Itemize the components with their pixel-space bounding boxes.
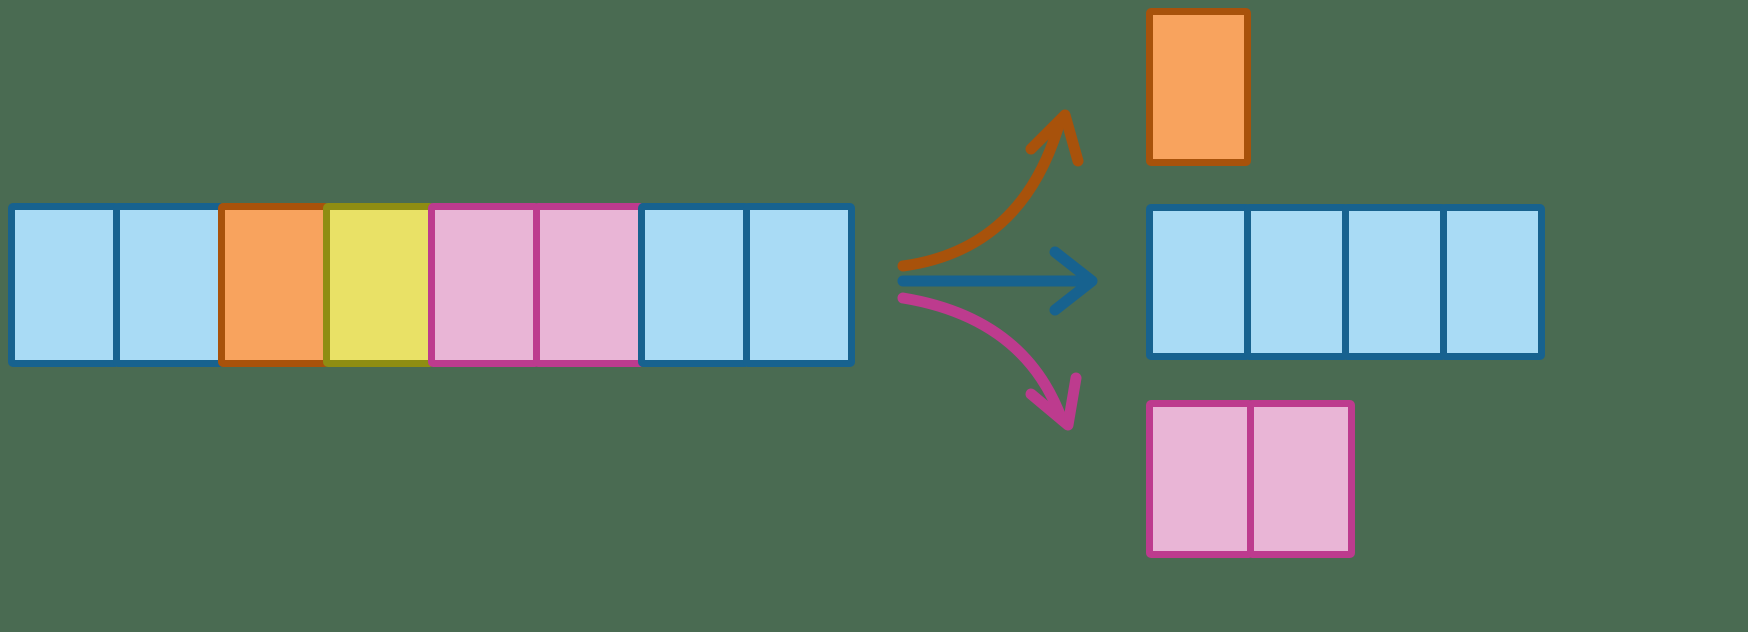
blue-cell	[1244, 204, 1349, 360]
blue-cell	[1146, 204, 1251, 360]
arrow-to-blue-group	[897, 246, 1098, 316]
arrow-to-orange-head-icon	[1025, 109, 1084, 167]
pink-cell	[428, 203, 540, 367]
arrow-to-pink-group	[897, 292, 1082, 431]
orange-group-row	[1146, 8, 1251, 166]
blue-cell	[1342, 204, 1447, 360]
orange-cell	[218, 203, 330, 367]
blue-cell	[1440, 204, 1545, 360]
blue-cell	[743, 203, 855, 367]
blue-cell	[113, 203, 225, 367]
blue-cell	[638, 203, 750, 367]
pink-cell	[1247, 400, 1355, 558]
blue-cell	[8, 203, 120, 367]
orange-cell	[1146, 8, 1251, 166]
arrow-to-pink-head-icon	[1025, 372, 1082, 431]
arrow-to-orange-group	[897, 109, 1084, 272]
source-block-row	[8, 203, 855, 367]
yellow-cell	[323, 203, 435, 367]
arrow-to-pink-shaft	[897, 292, 1068, 426]
arrow-to-orange-shaft	[897, 122, 1064, 272]
pink-group-row	[1146, 400, 1355, 558]
pink-cell	[533, 203, 645, 367]
arrow-to-blue-head-icon	[1049, 246, 1098, 316]
pink-cell	[1146, 400, 1254, 558]
blue-group-row	[1146, 204, 1545, 360]
